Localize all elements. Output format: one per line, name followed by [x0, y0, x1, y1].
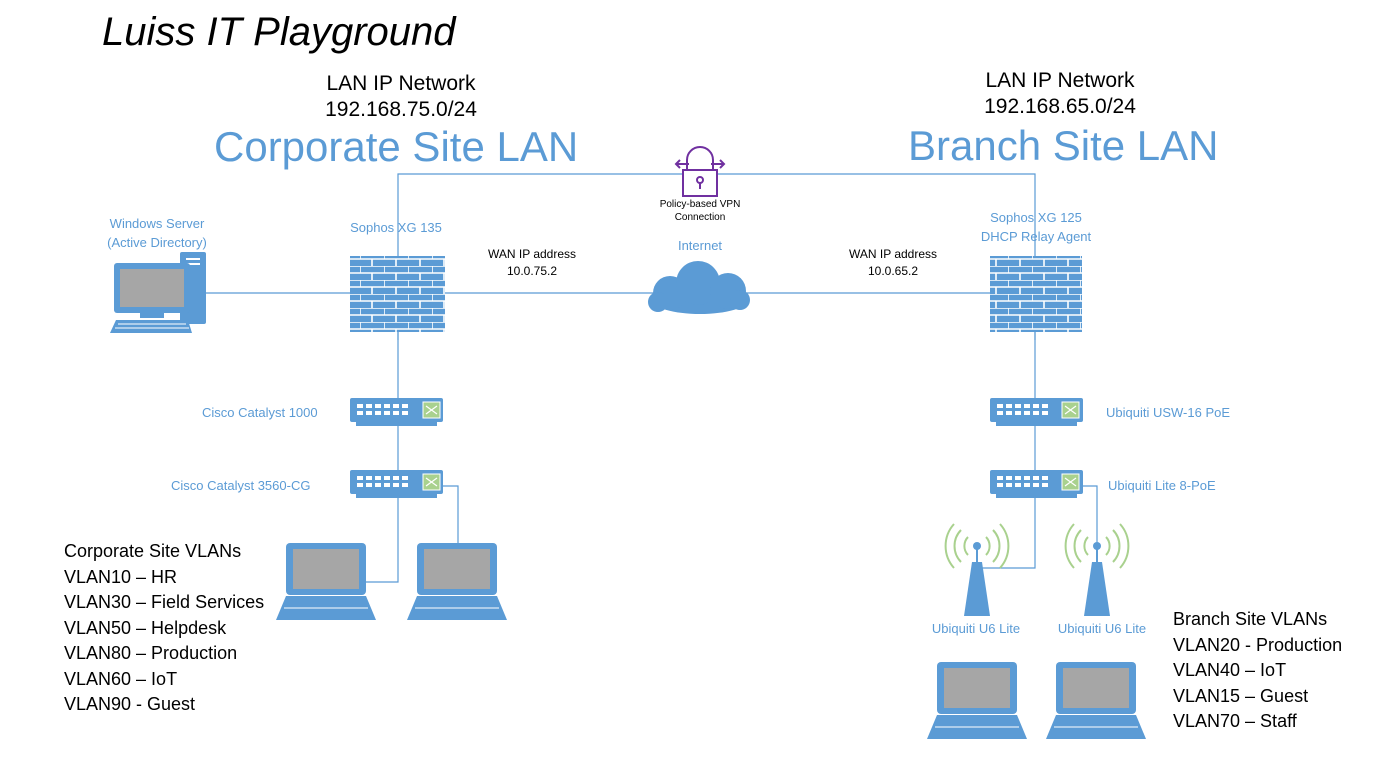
- vpn-label-line1: Policy-based VPN: [659, 199, 741, 210]
- corp-laptop2-icon: [407, 543, 507, 620]
- branch-firewall-line2: DHCP Relay Agent: [980, 229, 1092, 244]
- corp-firewall-label: Sophos XG 135: [350, 220, 442, 235]
- branch-vlan-item: VLAN40 – IoT: [1173, 660, 1287, 680]
- vpn-connection-label: Policy-based VPN Connection: [640, 198, 760, 224]
- corp-firewall-icon: [350, 256, 445, 332]
- branch-switch2-label: Ubiquiti Lite 8-PoE: [1108, 478, 1216, 493]
- corp-vlan-item: VLAN30 – Field Services: [64, 592, 265, 612]
- corp-vlan-list: Corporate Site VLANs VLAN10 – HR VLAN30 …: [64, 539, 264, 718]
- server-label-line1: Windows Server: [109, 216, 205, 231]
- corp-wan-info: WAN IP address 10.0.75.2: [470, 246, 594, 280]
- laptop-icons: [276, 543, 1146, 739]
- branch-firewall-icon: [990, 256, 1082, 332]
- internet-cloud-icon: [648, 261, 750, 314]
- vpn-padlock-icon: [674, 146, 726, 197]
- branch-laptop2-icon: [1046, 662, 1146, 739]
- corp-site-title: Corporate Site LAN: [214, 123, 579, 170]
- connection-lines: [158, 173, 1098, 583]
- windows-server-icon: [110, 252, 206, 333]
- branch-switch1-icon: [990, 398, 1083, 426]
- branch-network-ip: 192.168.65.0/24: [984, 95, 1136, 118]
- corp-network-info: LAN IP Network 192.168.75.0/24: [301, 71, 501, 123]
- corp-switch1-label: Cisco Catalyst 1000: [202, 405, 318, 420]
- corp-laptop1-icon: [276, 543, 376, 620]
- corp-wan-ip: 10.0.75.2: [506, 264, 558, 278]
- switch-icons: [350, 398, 1083, 498]
- branch-network-info: LAN IP Network 192.168.65.0/24: [960, 68, 1160, 120]
- branch-laptop1-icon: [927, 662, 1027, 739]
- corp-switch2-label: Cisco Catalyst 3560-CG: [171, 478, 311, 493]
- branch-vlan-list: Branch Site VLANs VLAN20 - Production VL…: [1173, 607, 1342, 735]
- branch-vlan-item: VLAN15 – Guest: [1173, 685, 1309, 706]
- server-label-line2: (Active Directory): [107, 235, 207, 250]
- corp-vlan-item: VLAN90 - Guest: [64, 694, 196, 714]
- branch-switch1-label: Ubiquiti USW-16 PoE: [1106, 405, 1231, 420]
- corp-switch2-icon: [350, 470, 443, 498]
- branch-site-title: Branch Site LAN: [908, 122, 1219, 169]
- branch-network-label: LAN IP Network: [985, 69, 1135, 92]
- branch-switch2-icon: [990, 470, 1083, 498]
- corp-switch1-icon: [350, 398, 443, 426]
- corp-vlan-item: VLAN60 – IoT: [64, 668, 178, 689]
- windows-server-label: Windows Server (Active Directory): [82, 214, 232, 252]
- branch-ap1-label: Ubiquiti U6 Lite: [931, 621, 1021, 636]
- branch-wan-label: WAN IP address: [848, 247, 938, 261]
- branch-firewall-line1: Sophos XG 125: [990, 210, 1082, 225]
- corp-network-ip: 192.168.75.0/24: [325, 98, 477, 121]
- branch-firewall-label: Sophos XG 125 DHCP Relay Agent: [960, 208, 1112, 246]
- page-title: Luiss IT Playground: [102, 10, 456, 54]
- branch-vlan-item: VLAN20 - Production: [1173, 634, 1343, 655]
- corp-network-label: LAN IP Network: [326, 72, 476, 95]
- branch-wan-info: WAN IP address 10.0.65.2: [831, 246, 955, 280]
- branch-wan-ip: 10.0.65.2: [867, 264, 919, 278]
- access-point-icons: [944, 523, 1130, 616]
- corp-vlan-item: VLAN50 – Helpdesk: [64, 617, 227, 638]
- branch-vlans-title: Branch Site VLANs: [1173, 609, 1328, 629]
- corp-vlans-title: Corporate Site VLANs: [64, 541, 242, 561]
- corp-wan-label: WAN IP address: [487, 247, 577, 261]
- branch-ap2-label: Ubiquiti U6 Lite: [1057, 621, 1147, 636]
- corp-vlan-item: VLAN10 – HR: [64, 566, 178, 587]
- corp-vlan-item: VLAN80 – Production: [64, 643, 238, 663]
- branch-ap2-icon: [1064, 523, 1130, 616]
- branch-vlan-item: VLAN70 – Staff: [1173, 711, 1297, 731]
- branch-ap1-icon: [944, 523, 1010, 616]
- vpn-label-line2: Connection: [674, 212, 726, 223]
- internet-label: Internet: [677, 238, 723, 253]
